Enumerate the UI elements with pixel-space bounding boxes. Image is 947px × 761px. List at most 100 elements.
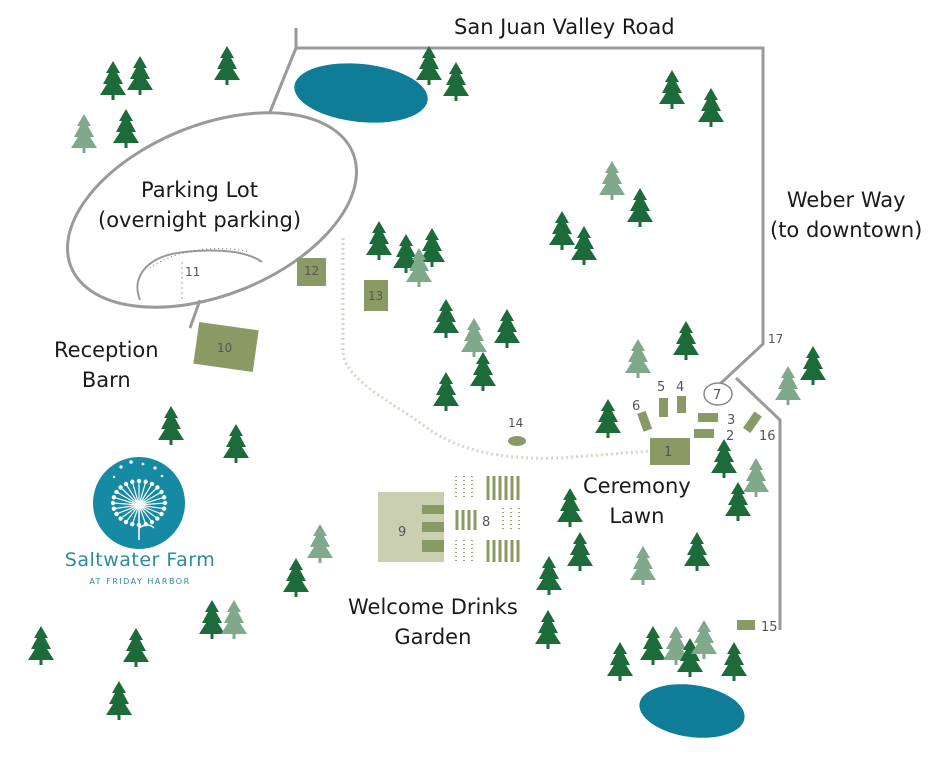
label-ceremony-lawn: Ceremony Lawn (583, 471, 691, 531)
building-9-wing-b (422, 522, 444, 532)
dandelion-icon (110, 478, 168, 528)
parking-line-2: (overnight parking) (98, 208, 302, 232)
number-11: 11 (185, 265, 200, 279)
tree-icon (494, 309, 520, 348)
weber-line-1: Weber Way (786, 188, 906, 212)
tree-icon (223, 424, 249, 463)
ceremony-line-1: Ceremony (583, 474, 691, 498)
tree-icon (557, 488, 583, 527)
garden-dots (455, 476, 520, 562)
tree-icon (535, 610, 561, 649)
building-numbers: 1 2 3 4 5 6 7 8 9 10 11 12 13 14 15 16 1… (185, 264, 783, 635)
tree-icon (307, 524, 333, 563)
tree-icon (607, 642, 633, 681)
number-2: 2 (726, 429, 734, 444)
tree-icon (640, 626, 666, 665)
number-17: 17 (768, 332, 783, 346)
tree-icon (567, 532, 593, 571)
tree-icon (470, 352, 496, 391)
number-1: 1 (664, 445, 672, 460)
building-4[interactable] (677, 396, 686, 413)
welcome-line-2: Garden (394, 625, 472, 649)
parking-lot-loop (66, 111, 358, 309)
tree-icon (113, 109, 139, 148)
number-9: 9 (398, 525, 406, 540)
tree-icon (158, 406, 184, 445)
tree-icon (711, 439, 737, 478)
number-10: 10 (217, 341, 232, 355)
building-9-wing-a (422, 505, 444, 514)
tree-icon (599, 161, 625, 200)
building-9-wing-c (422, 540, 444, 552)
label-welcome-drinks-garden: Welcome Drinks Garden (348, 592, 518, 652)
tree-icon (691, 620, 717, 659)
san-juan-valley-road (294, 28, 765, 386)
tree-icon (673, 321, 699, 360)
building-10[interactable] (193, 322, 259, 372)
label-weber-way: Weber Way (to downtown) (770, 185, 922, 245)
welcome-line-1: Welcome Drinks (348, 595, 518, 619)
building-3[interactable] (698, 413, 718, 422)
number-6: 6 (632, 399, 640, 414)
tree-icon (366, 221, 392, 260)
ceremony-line-2: Lawn (609, 504, 665, 528)
tree-icon (625, 339, 651, 378)
parking-line-1: Parking Lot (141, 178, 258, 202)
building-12[interactable] (297, 258, 326, 286)
tree-icon (775, 366, 801, 405)
tree-icon (106, 681, 132, 720)
label-reception-barn: Reception Barn (54, 335, 159, 395)
star-icon (112, 460, 164, 479)
number-8: 8 (482, 515, 490, 530)
building-2[interactable] (694, 429, 714, 438)
buildings (193, 258, 762, 630)
pond-north (294, 63, 428, 123)
logo-subtitle: AT FRIDAY HARBOR (89, 577, 191, 586)
tree-icon (100, 61, 126, 100)
number-4: 4 (676, 380, 684, 395)
tree-icon (127, 56, 153, 95)
tree-icon (123, 628, 149, 667)
entry-drive (268, 47, 298, 113)
building-7[interactable] (703, 382, 733, 406)
number-7: 7 (713, 388, 721, 403)
tree-icon (684, 532, 710, 571)
label-parking-lot: Parking Lot (overnight parking) (98, 175, 301, 235)
tree-icon (536, 556, 562, 595)
building-1[interactable] (650, 438, 690, 465)
building-5[interactable] (659, 398, 668, 417)
tree-icon (571, 226, 597, 265)
garden-beds-8 (455, 476, 520, 562)
tree-icon (627, 188, 653, 227)
tree-icon (698, 88, 724, 127)
tree-icon (71, 114, 97, 153)
number-5: 5 (657, 380, 665, 395)
tree-icon (433, 299, 459, 338)
tree-icon (199, 600, 225, 639)
building-13[interactable] (364, 280, 388, 311)
weber-line-2: (to downtown) (770, 218, 923, 242)
barn-drive (188, 299, 202, 329)
tree-icon (461, 318, 487, 357)
roads (188, 28, 782, 630)
tree-icon (214, 46, 240, 85)
building-6[interactable] (637, 410, 653, 432)
pond-south (639, 684, 745, 738)
tree-icon (595, 399, 621, 438)
tree-icon (800, 346, 826, 385)
tree-icon (630, 546, 656, 585)
tree-icon (221, 600, 247, 639)
number-16: 16 (759, 429, 776, 444)
building-14[interactable] (508, 436, 526, 446)
building-15[interactable] (737, 620, 755, 630)
tree-icon (433, 372, 459, 411)
number-12: 12 (304, 264, 319, 278)
building-16[interactable] (742, 411, 762, 434)
label-san-juan-valley-road: San Juan Valley Road (454, 12, 675, 42)
number-13: 13 (368, 289, 383, 303)
number-3: 3 (727, 413, 735, 428)
number-15: 15 (761, 620, 778, 635)
logo-emblem (93, 457, 185, 549)
